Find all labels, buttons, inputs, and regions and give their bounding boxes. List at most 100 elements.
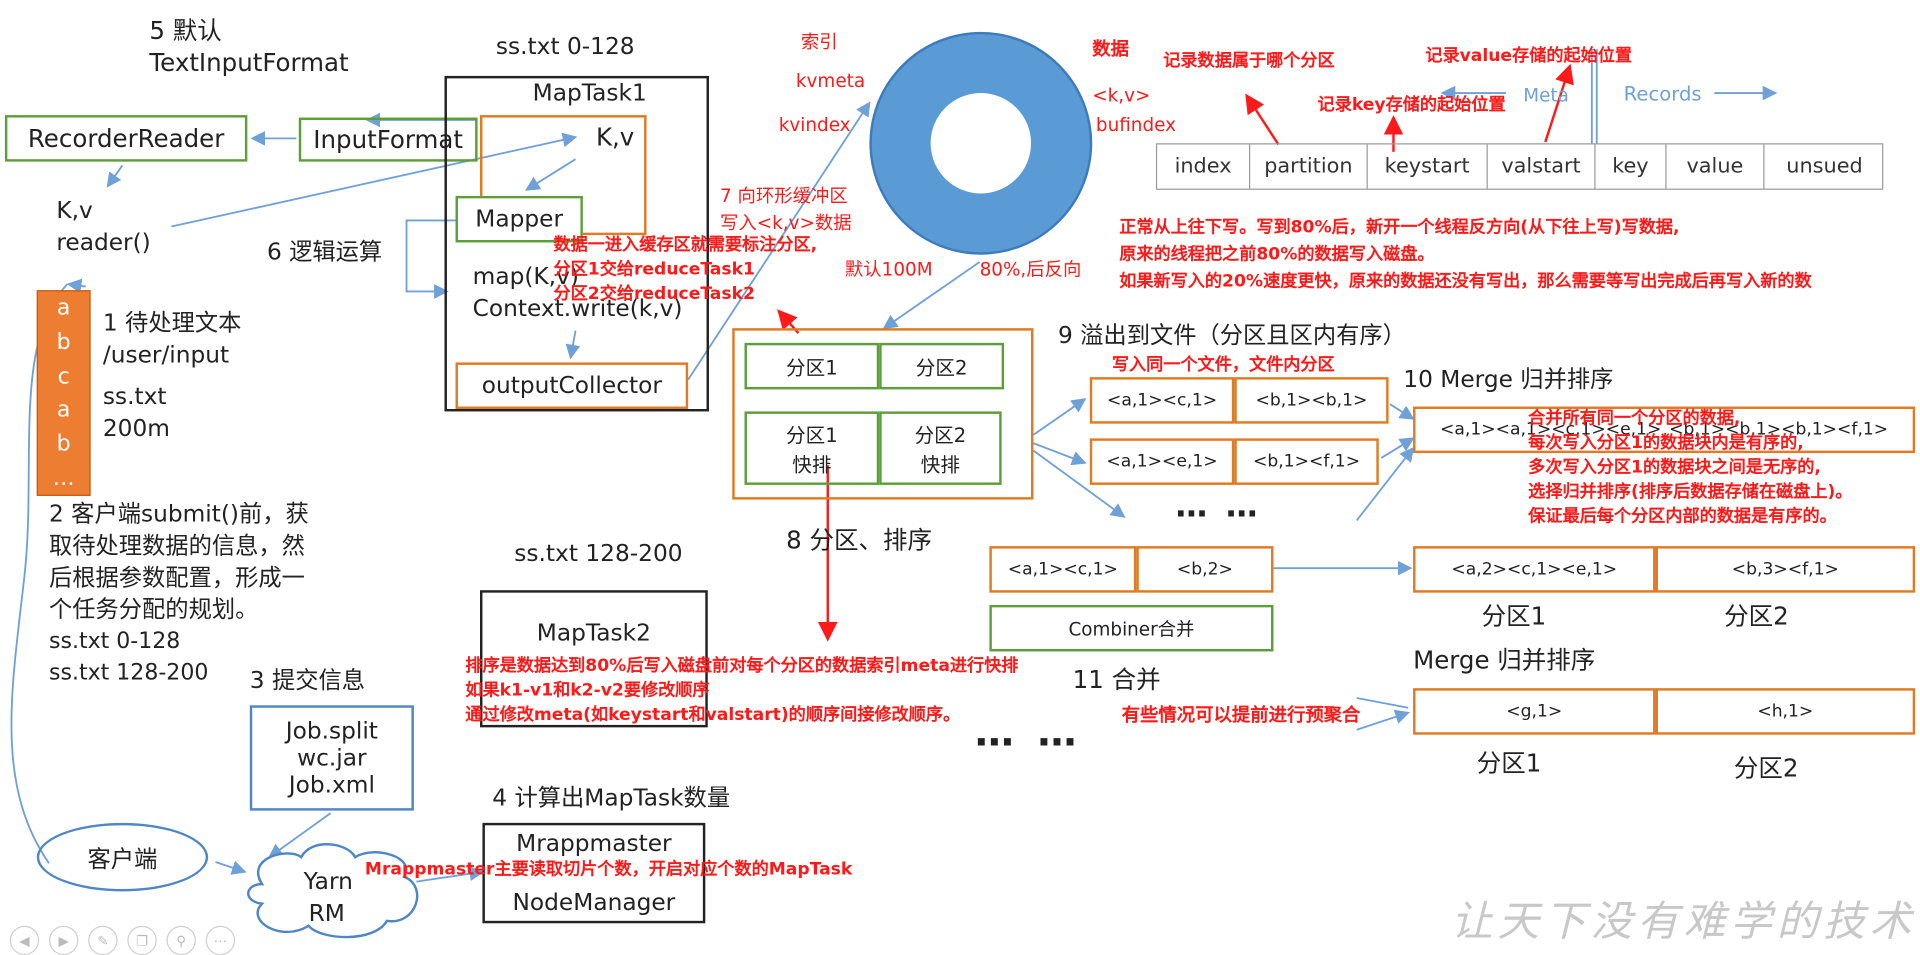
merged-left: <a,1><a,1><c,1><e,1> <box>1440 420 1662 440</box>
step2-split2: ss.txt 128-200 <box>48 660 209 686</box>
file-letter: a <box>56 295 71 322</box>
spill-r1b: <b,1><b,1> <box>1234 377 1389 424</box>
step9-label: 9 溢出到文件（分区且区内有序） <box>1057 322 1406 349</box>
more-icon[interactable]: ⋯ <box>205 925 236 955</box>
step2-split1: ss.txt 0-128 <box>48 628 181 654</box>
yarn-label: Yarn <box>303 868 353 896</box>
quicksort-label: 快排 <box>792 453 832 477</box>
zoom-icon[interactable]: ⚲ <box>166 925 196 955</box>
watermark: 让天下没有难学的技术 <box>1451 897 1917 947</box>
merge-note-3: 多次写入分区1的数据块之间是无序的, <box>1528 457 1821 478</box>
merge-note-1: 合并所有同一个分区的数据, <box>1528 408 1741 429</box>
spill-r2a: <a,1><e,1> <box>1089 438 1235 485</box>
maptask1-box <box>444 75 709 412</box>
final-partition1: <g,1> <box>1413 688 1656 735</box>
meta-cell: unsued <box>1786 154 1863 179</box>
wc-jar: wc.jar <box>297 744 367 772</box>
meta-cell: index <box>1157 144 1251 189</box>
meta-cell: valstart <box>1488 144 1596 189</box>
mapper-box: Mapper <box>455 195 583 243</box>
step4-label: 4 计算出MapTask数量 <box>492 784 731 812</box>
combine-note: 有些情况可以提前进行预聚合 <box>1121 704 1361 727</box>
merge-sort-label: Merge 归并排序 <box>1413 645 1596 675</box>
file-letter: b <box>56 329 71 356</box>
pen-icon[interactable]: ✎ <box>88 925 118 955</box>
job-xml: Job.xml <box>288 771 375 799</box>
spill-r1a: <a,1><c,1> <box>1089 377 1235 424</box>
write-direction-note-1: 正常从上往下写。写到80%后，新开一个线程反方向(从下往上写)写数据, <box>1119 217 1680 238</box>
file-letter: c <box>57 363 70 389</box>
default-size-label: 默认100M <box>844 258 933 281</box>
kv-input-label: K,v <box>595 122 635 152</box>
kv-label: K,v <box>56 197 93 225</box>
final-partition2-label: 分区2 <box>1733 753 1799 783</box>
job-split: Job.split <box>285 717 378 745</box>
combiner-box: Combiner合并 <box>989 604 1274 652</box>
result-partition1: <a,2><c,1><e,1> <box>1413 546 1656 593</box>
circle-forward-icon[interactable]: ▶ <box>48 925 79 955</box>
spill-ellipsis: … … <box>1175 488 1262 526</box>
step2-line3: 后根据参数配置，形成一 <box>48 564 305 592</box>
mrappmaster-note: Mrappmaster主要读取切片个数，开启对应个数的MapTask <box>364 859 853 880</box>
copy-icon[interactable]: ❐ <box>127 925 157 955</box>
kv-data-label: <k,v> <box>1092 84 1151 107</box>
step11-label: 11 合并 <box>1072 664 1161 695</box>
partition1-box: 分区1 <box>744 342 880 390</box>
client-ellipse: 客户端 <box>36 822 209 892</box>
rm-label: RM <box>308 900 345 927</box>
final-partition2: <h,1> <box>1655 688 1916 735</box>
spill-r2b: <b,1><f,1> <box>1234 438 1379 485</box>
merge-note-5: 保证最后每个分区内部的数据是有序的。 <box>1528 506 1837 527</box>
merged-right: <b,1><b,1><b,1><f,1> <box>1669 420 1889 440</box>
merged-row: <a,1><a,1><c,1><e,1> <b,1><b,1><b,1><f,1… <box>1413 406 1916 454</box>
step5-format: TextInputFormat <box>149 47 349 78</box>
step1-path: /user/input <box>102 341 230 369</box>
mrappmaster-box: Mrappmaster NodeManager <box>482 822 706 924</box>
step2-line2: 取待处理数据的信息，然 <box>48 532 305 560</box>
output-collector-box: outputCollector <box>455 362 689 409</box>
split-first-label: ss.txt 0-128 <box>495 33 635 61</box>
split-second-label: ss.txt 128-200 <box>514 540 683 567</box>
step5-label: 5 默认 <box>149 15 222 46</box>
reverse-label: 80%,后反向 <box>979 258 1082 281</box>
nodemanager-label: NodeManager <box>512 888 676 916</box>
write-direction-note-2: 原来的线程把之前80%的数据写入磁盘。 <box>1119 244 1435 265</box>
big-ellipsis: … … <box>974 708 1082 756</box>
maptask1-title: MapTask1 <box>532 79 647 107</box>
final-partition1-label: 分区1 <box>1476 748 1542 778</box>
sort-note-2: 如果k1-v1和k2-v2要修改顺序 <box>465 680 710 701</box>
step1-size: 200m <box>102 415 170 443</box>
partition1-sort-label: 分区1 <box>786 423 838 447</box>
ring-buffer <box>869 31 1093 255</box>
meta-cell: partition <box>1250 144 1368 189</box>
job-files-box: Job.split wc.jar Job.xml <box>249 705 414 811</box>
result-partition2: <b,3><f,1> <box>1655 546 1916 593</box>
data-label: 数据 <box>1092 37 1130 61</box>
step7-line2: 写入<k,v>数据 <box>720 211 852 234</box>
circle-back-icon[interactable]: ◀ <box>9 925 40 955</box>
partition2-sort-box: 分区2 快排 <box>879 411 1002 485</box>
context-write: Context.write(k,v) <box>472 295 683 323</box>
combine-input-a: <a,1><c,1> <box>989 546 1137 593</box>
meta-table: index partition keystart valstart key va… <box>1155 143 1884 190</box>
partition2-sort-label: 分区2 <box>914 423 967 447</box>
partition-tag-note-2: 分区1交给reduceTask1 <box>553 259 755 280</box>
step1-label: 1 待处理文本 <box>102 309 242 337</box>
input-format-box: InputFormat <box>298 117 478 162</box>
sort-note-1: 排序是数据达到80%后写入磁盘前对每个分区的数据索引meta进行快排 <box>465 656 1019 676</box>
merge-note-4: 选择归并排序(排序后数据存储在磁盘上)。 <box>1528 482 1853 503</box>
file-letter: … <box>52 464 75 491</box>
result-partition1-label: 分区1 <box>1481 601 1547 631</box>
step6-label: 6 逻辑运算 <box>266 238 383 266</box>
records-label: Records <box>1623 82 1702 106</box>
step2-line1: 2 客户端submit()前，获 <box>48 500 309 528</box>
input-file-column: a b c a b … <box>36 290 91 496</box>
meta-value-note: 记录value存储的起始位置 <box>1425 46 1633 67</box>
meta-cell: keystart <box>1368 144 1488 189</box>
step8-label: 8 分区、排序 <box>786 525 932 555</box>
partition-tag-note-3: 分区2交给reduceTask2 <box>553 284 755 304</box>
maptask2-box: MapTask2 <box>480 590 708 728</box>
spill-same-file-note: 写入同一个文件，文件内分区 <box>1111 355 1335 375</box>
step10-label: 10 Merge 归并排序 <box>1403 366 1614 394</box>
partition1-sort-box: 分区1 快排 <box>744 411 880 485</box>
